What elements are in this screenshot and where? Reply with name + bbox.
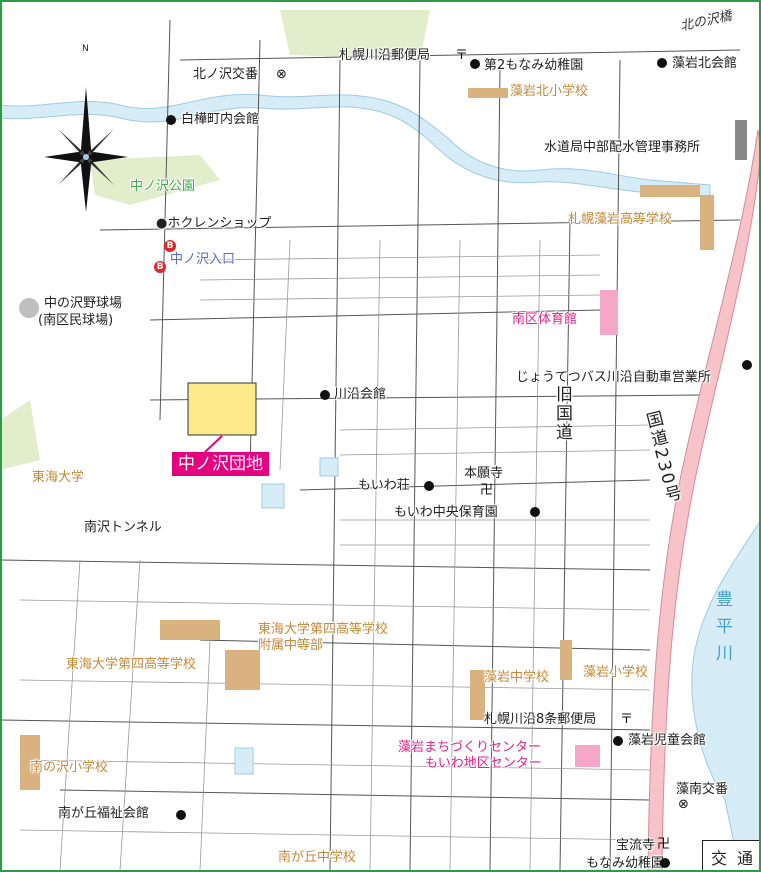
park-area bbox=[0, 400, 40, 470]
label-nakanosawa-park: 中ノ沢公園 bbox=[130, 179, 196, 194]
facility-marker bbox=[470, 59, 480, 69]
label-horyuji: 宝流寺 bbox=[616, 838, 656, 853]
national-route-230 bbox=[647, 129, 761, 872]
label-moiwa-children: 藻岩児童会館 bbox=[628, 733, 707, 748]
label-minami-gym: 南区体育館 bbox=[512, 312, 578, 327]
label-nanzawa-tunnel: 南沢トンネル bbox=[84, 520, 162, 535]
label-machizukuri: 藻岩まちづくりセンター bbox=[398, 740, 542, 755]
label-tokai-univ: 東海大学 bbox=[32, 470, 85, 485]
school-building bbox=[735, 120, 747, 160]
label-shirakaba-hall: 白樺町内会館 bbox=[181, 112, 260, 127]
post-office-icon: 〒 bbox=[455, 48, 469, 63]
label-moiwa-kita-hall: 藻岩北会館 bbox=[672, 56, 738, 71]
label-toyohira-river: 豊平川 bbox=[712, 590, 732, 671]
facility-marker bbox=[530, 507, 540, 517]
label-hokuren: ●ホクレンショップ bbox=[156, 216, 272, 231]
facility-marker bbox=[320, 390, 330, 400]
label-moiwa-so: もいわ荘 bbox=[358, 478, 410, 493]
label-baseball-1: 中の沢野球場 bbox=[44, 296, 123, 311]
compass-north-icon: N bbox=[82, 44, 89, 54]
label-minami-kindergarten: もなみ幼稚園 bbox=[586, 856, 665, 871]
legend-traffic[interactable]: 交通 bbox=[702, 840, 761, 872]
nakanosawa-park-area bbox=[90, 155, 220, 205]
temple-icon: 卍 bbox=[657, 837, 671, 852]
label-moiwa-elem: 藻岩小学校 bbox=[583, 665, 649, 680]
label-nakanosawa-danchi[interactable]: 中ノ沢団地 bbox=[172, 452, 269, 476]
school-building bbox=[468, 88, 508, 98]
label-minami-kindergarten-2: 第2もなみ幼稚園 bbox=[484, 58, 584, 73]
school-building bbox=[600, 290, 618, 335]
label-water-office: 水道局中部配水管理事務所 bbox=[544, 140, 701, 155]
label-moiwa-district: もいわ地区センター bbox=[425, 756, 542, 771]
label-kyu-kokudo: 旧国道 bbox=[552, 385, 572, 442]
label-minamigaoka-jhs: 南が丘中学校 bbox=[278, 850, 357, 865]
label-minamigaoka-welfare: 南が丘福祉会館 bbox=[58, 806, 150, 821]
pond bbox=[261, 483, 285, 509]
facility-marker bbox=[424, 481, 434, 491]
school-building bbox=[225, 650, 260, 690]
facility-marker bbox=[176, 810, 186, 820]
label-moiwa-nursery: もいわ中央保育園 bbox=[394, 505, 498, 520]
label-jotetsu-bus: じょうてつバス川沿自動車営業所 bbox=[516, 370, 711, 385]
toyohira-river bbox=[691, 519, 761, 872]
school-building bbox=[700, 195, 714, 250]
bus-stop-icon: B bbox=[154, 261, 166, 273]
baseball-field-marker bbox=[19, 298, 39, 318]
school-building bbox=[470, 670, 485, 720]
school-building bbox=[20, 735, 40, 790]
facility-marker bbox=[660, 858, 670, 868]
pond bbox=[234, 747, 254, 775]
label-moiwa-kita-elem: 藻岩北小学校 bbox=[510, 84, 589, 99]
temple-icon: 卍 bbox=[480, 483, 494, 498]
school-building bbox=[560, 640, 572, 680]
bus-stop-icon: B bbox=[164, 240, 176, 252]
label-nakanosawa-iriguchi: 中ノ沢入口 bbox=[170, 252, 236, 267]
label-tokai-4-high-alt: 東海大学第四高等学校 bbox=[66, 657, 197, 672]
label-baseball-2: (南区民球場) bbox=[38, 313, 114, 328]
nakanosawa-danchi-area bbox=[187, 382, 257, 436]
label-moiwa-jhs: 藻岩中学校 bbox=[484, 670, 550, 685]
label-kita-no-sawa-koban: 北ノ沢交番 bbox=[193, 67, 259, 82]
label-moiwa-high: 札幌藻岩高等学校 bbox=[568, 212, 673, 227]
label-sonan-koban: 藻南交番 bbox=[676, 782, 729, 797]
police-box-icon: ⊗ bbox=[276, 67, 287, 82]
police-box-icon: ⊗ bbox=[678, 797, 689, 812]
pond bbox=[319, 457, 339, 477]
compass-rose bbox=[44, 87, 128, 212]
school-building bbox=[160, 620, 220, 640]
label-post-kawazoe: 札幌川沿郵便局 bbox=[339, 48, 431, 63]
post-office-icon: 〒 bbox=[620, 712, 634, 727]
label-minaminosawa-elem: 南の沢小学校 bbox=[30, 760, 109, 775]
label-kawazoe-hall: 川沿会館 bbox=[334, 387, 387, 402]
facility-marker bbox=[613, 736, 623, 746]
label-post-kawazoe8: 札幌川沿8条郵便局 bbox=[484, 712, 597, 727]
facility-marker bbox=[742, 360, 752, 370]
facility-marker bbox=[166, 115, 176, 125]
label-honganji: 本願寺 bbox=[464, 466, 504, 481]
park-area bbox=[280, 10, 430, 60]
label-tokai-4-high-2: 附属中等部 bbox=[258, 638, 324, 653]
school-building bbox=[640, 185, 700, 197]
school-building bbox=[575, 745, 600, 767]
facility-marker bbox=[657, 58, 667, 68]
label-tokai-4-high-1: 東海大学第四高等学校 bbox=[258, 622, 389, 637]
